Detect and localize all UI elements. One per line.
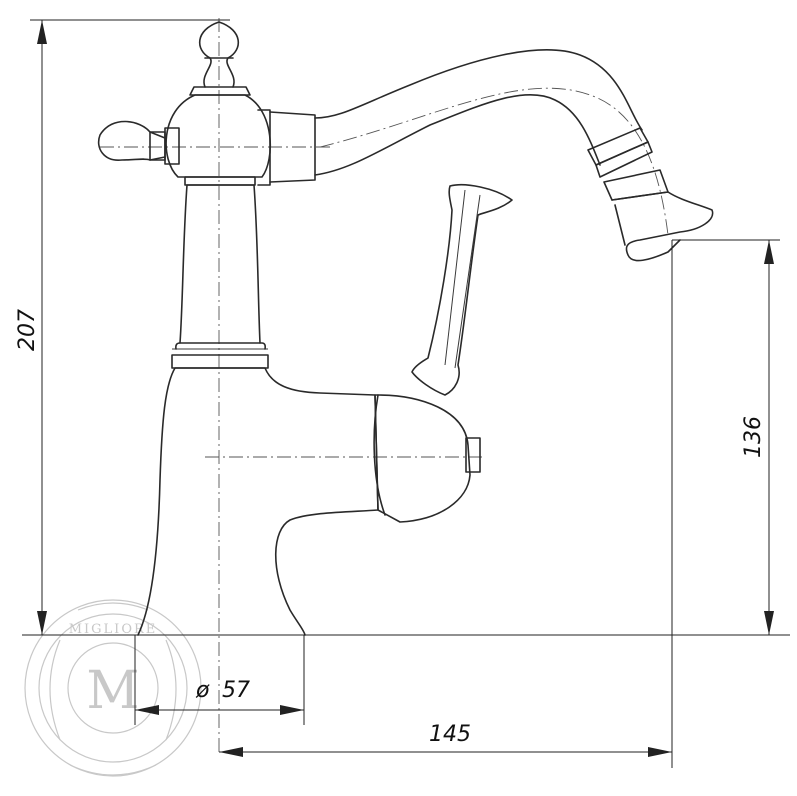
base-diameter-label: 57 [222, 678, 250, 703]
dimension-spout-reach: 145 [219, 722, 672, 757]
dimension-total-height: 207 [15, 19, 230, 635]
faucet-body [97, 21, 714, 636]
watermark-brand: MIGLIORE [69, 622, 158, 637]
diameter-symbol: ø [195, 678, 210, 703]
dimension-base-diameter: ø 57 [134, 635, 305, 725]
outlet-height-label: 136 [741, 416, 766, 458]
brand-watermark-seal: M MIGLIORE [24, 599, 202, 777]
dimension-outlet-height: 136 [671, 239, 780, 768]
spout-reach-label: 145 [429, 722, 471, 747]
total-height-label: 207 [15, 309, 40, 351]
center-lines [100, 18, 669, 755]
watermark-monogram: M [86, 661, 139, 721]
